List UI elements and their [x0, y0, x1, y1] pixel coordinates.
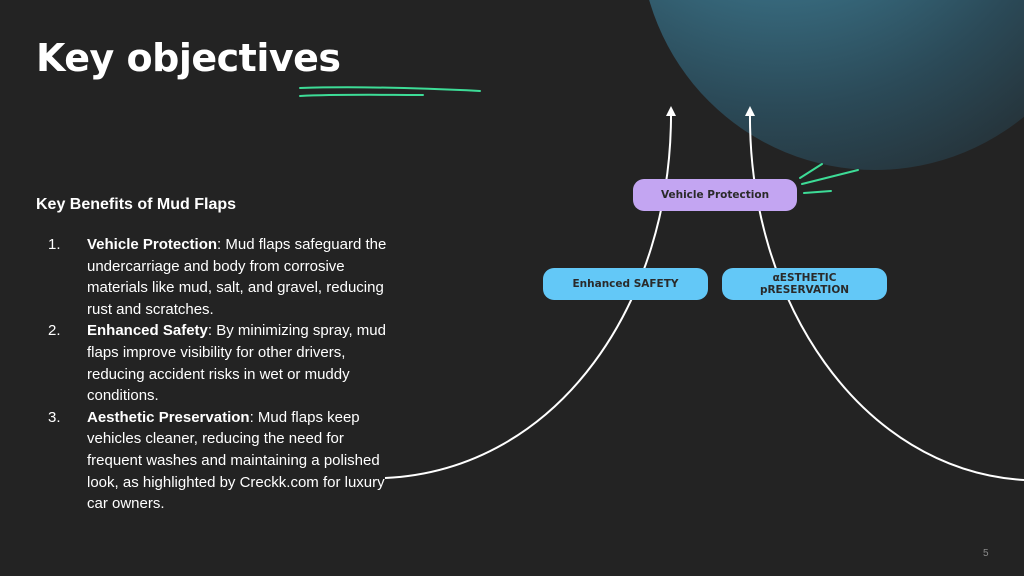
- vehicle-protection-pill: Vehicle Protection: [633, 179, 797, 211]
- pill-label: αESTHETIC pRESERVATION: [759, 272, 850, 296]
- title-underline-stroke: [299, 86, 481, 92]
- item-number: 1.: [48, 236, 61, 253]
- accent-mark: [799, 163, 823, 179]
- item-term: Enhanced Safety: [87, 322, 208, 340]
- page-title: Key objectives: [36, 36, 341, 80]
- page-number: 5: [983, 548, 989, 559]
- right-arrowhead: [745, 106, 755, 116]
- item-term: Vehicle Protection: [87, 236, 218, 253]
- item-text: : Mud flaps keep vehicles cleaner, reduc…: [87, 408, 385, 513]
- item-text: : By minimizing spray, mud flaps improve…: [87, 322, 386, 405]
- accent-mark: [803, 190, 832, 194]
- item-text: : Mud flaps safeguard the undercarriage …: [87, 236, 387, 318]
- pill-label: Enhanced SAFETY: [572, 278, 679, 290]
- aesthetic-preservation-pill: αESTHETIC pRESERVATION: [722, 268, 887, 300]
- item-number: 2.: [48, 322, 61, 340]
- item-number: 3.: [48, 408, 61, 426]
- pill-label: Vehicle Protection: [660, 189, 770, 201]
- list-item: 2. Enhanced Safety: By minimizing spray,…: [36, 320, 396, 406]
- benefits-list: 1. Vehicle Protection: Mud flaps safegua…: [36, 234, 396, 515]
- list-item: 3. Aesthetic Preservation: Mud flaps kee…: [36, 407, 396, 515]
- item-term: Aesthetic Preservation: [87, 408, 250, 426]
- accent-mark: [801, 169, 859, 185]
- enhanced-safety-pill: Enhanced SAFETY: [543, 268, 708, 300]
- list-item: 1. Vehicle Protection: Mud flaps safegua…: [36, 234, 396, 320]
- left-arrowhead: [666, 106, 676, 116]
- title-underline-stroke: [299, 93, 424, 97]
- section-subtitle: Key Benefits of Mud Flaps: [36, 196, 237, 213]
